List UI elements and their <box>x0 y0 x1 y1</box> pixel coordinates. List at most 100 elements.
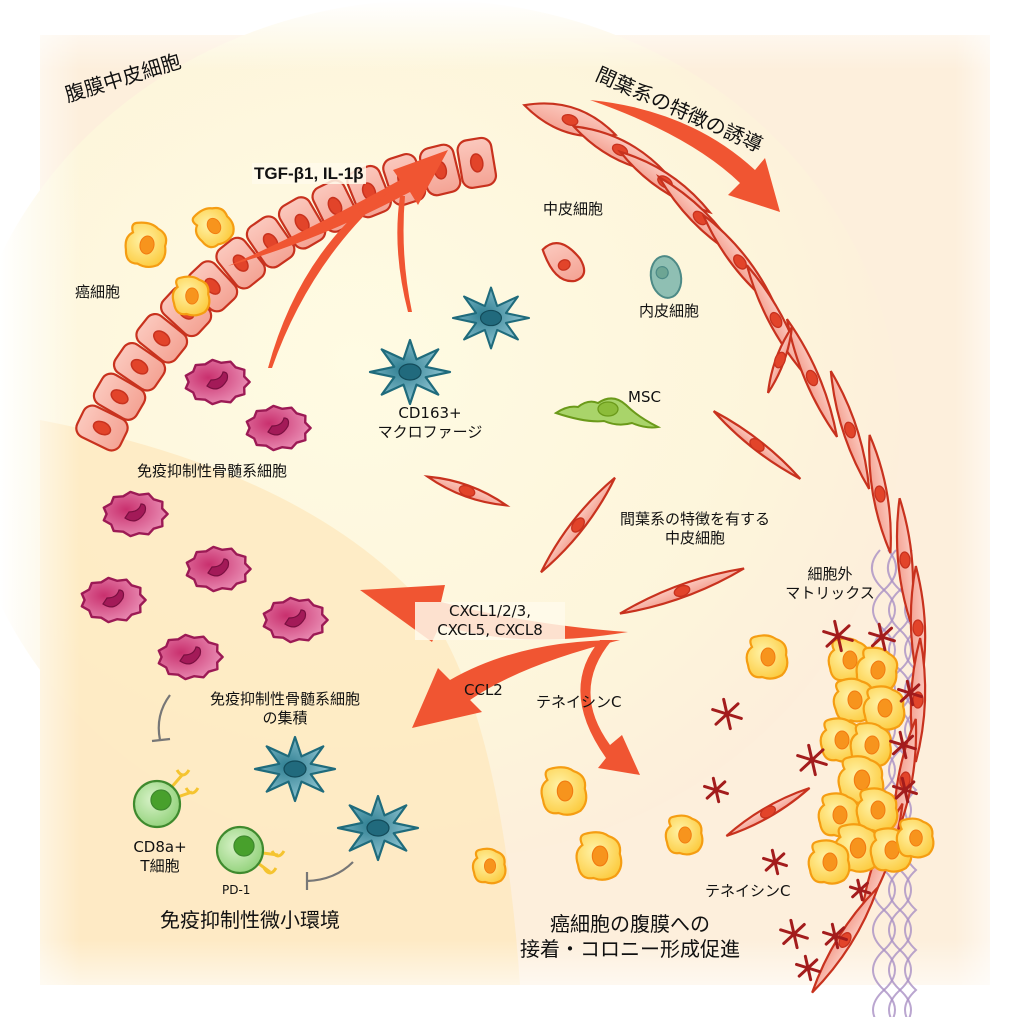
tenascin-arm <box>836 634 854 642</box>
label-myeloid-cells: 免疫抑制性骨髄系細胞 <box>137 462 288 480</box>
tenascin-arm <box>722 697 729 716</box>
label-tgf-il1b: TGF-β1, IL-1β <box>252 163 366 185</box>
cancer-cell <box>807 839 851 885</box>
cell-nucleus <box>733 254 747 270</box>
cell-nucleus <box>130 358 149 375</box>
cell-nucleus <box>874 485 886 503</box>
cell-nucleus <box>102 589 125 608</box>
cell-nucleus <box>805 369 819 387</box>
cancer-cell <box>745 634 789 680</box>
cell-nucleus <box>864 735 880 755</box>
cancer-cell <box>171 275 211 317</box>
cell-nucleus <box>483 858 497 874</box>
arrow-tgf-from-cancer <box>228 150 448 266</box>
tenascin-arm <box>795 962 810 970</box>
label-mesothelial-cell: 中皮細胞 <box>543 200 604 218</box>
mesothelial-cell-elongated <box>868 434 892 554</box>
tenascin-c-molecule <box>762 848 788 876</box>
label-cd8-line1: CD8a+ <box>133 838 187 856</box>
cell-nucleus <box>870 800 886 820</box>
tenascin-arm <box>877 622 884 639</box>
tenascin-arm <box>833 619 840 638</box>
label-mesenchymal-line1: 間葉系の特徴を有する <box>619 510 770 528</box>
cell-nucleus <box>749 438 765 452</box>
inhibition-line-macrophage <box>306 861 354 883</box>
tenascin-c-molecule <box>848 878 872 902</box>
tenascin-arm <box>830 922 837 938</box>
cell-nucleus <box>398 363 422 381</box>
tenascin-arm <box>807 743 814 762</box>
cell-nucleus <box>773 351 787 369</box>
tenascin-arm <box>908 691 923 699</box>
label-cd8-line2: T細胞 <box>140 856 180 875</box>
tenascin-arm <box>725 712 743 720</box>
tenascin-arm <box>806 966 821 974</box>
msc-cell <box>553 397 662 429</box>
cell-nucleus <box>847 690 863 710</box>
mesothelial-cell-cuboidal <box>135 312 189 364</box>
tenascin-arm <box>833 934 848 942</box>
cell-nucleus <box>912 619 924 637</box>
tenascin-arm <box>901 743 908 760</box>
cell-nucleus <box>909 829 923 847</box>
tenascin-arm <box>903 788 910 804</box>
tenascin-arm <box>903 780 916 792</box>
cell-nucleus <box>832 805 848 825</box>
cell-nucleus <box>366 819 390 837</box>
mesothelial-cell-cuboidal <box>75 404 129 452</box>
cell-nucleus <box>469 153 484 173</box>
tenascin-c-molecule <box>889 730 917 760</box>
tenascin-arm <box>908 683 921 695</box>
label-msc: MSC <box>628 388 661 406</box>
cell-nucleus <box>124 503 147 522</box>
cell-nucleus <box>153 330 171 347</box>
cell-nucleus <box>561 113 579 127</box>
tenascin-c-molecule <box>779 918 809 950</box>
myeloid-cell <box>157 633 224 681</box>
cd163-macrophage <box>253 735 337 803</box>
cell-nucleus <box>139 235 155 255</box>
tenascin-arm <box>905 679 912 695</box>
tenascin-arm <box>880 635 887 652</box>
tenascin-arm <box>897 687 912 695</box>
label-myeloid-accumulation: 免疫抑制性骨髄系細胞 の集積 <box>180 690 390 728</box>
tenascin-c-molecule <box>868 622 896 652</box>
cell-nucleus <box>267 417 290 436</box>
tenascin-arm <box>789 918 796 936</box>
mesothelial-cell-cuboidal <box>92 372 147 421</box>
cell-nucleus <box>179 646 202 665</box>
tenascin-arm <box>833 934 840 950</box>
label-macrophage-line1: CD163+ <box>398 404 462 422</box>
cell-nucleus <box>557 259 571 271</box>
myeloid-cell <box>245 404 312 452</box>
myeloid-cell <box>184 358 251 406</box>
cancer-cell <box>855 646 899 694</box>
cell-nucleus <box>655 265 669 280</box>
tenascin-arm <box>792 932 809 940</box>
tenascin-arm <box>889 739 905 747</box>
tenascin-arm <box>822 930 837 938</box>
mesenchymal-mesothelial-cell <box>540 476 616 574</box>
tenascin-arm <box>799 758 814 772</box>
endothelial-cell <box>649 255 683 299</box>
mesothelial-cell-cuboidal <box>456 136 498 189</box>
cancer-cell <box>664 814 704 856</box>
label-mesenchymal-mesothelial: 間葉系の特徴を有する 中皮細胞 <box>600 510 790 548</box>
receptor-head <box>184 787 200 795</box>
macrophages <box>253 286 531 862</box>
cancer-cell <box>895 817 935 859</box>
cell-nucleus <box>206 371 229 390</box>
mesenchymal-mesothelial-cell <box>712 410 802 480</box>
cancer-cell <box>540 766 588 816</box>
tenascin-arm <box>806 958 819 970</box>
myeloid-cell <box>102 490 169 538</box>
cancer-cell <box>471 847 507 885</box>
arrow-tgf-from-macrophage <box>397 196 412 312</box>
tenascin-arm <box>806 966 813 982</box>
tenascin-arm <box>836 634 843 653</box>
cell-nucleus <box>899 551 911 569</box>
tenascin-arm <box>705 788 718 800</box>
tenascin-arm <box>762 856 777 864</box>
tenascin-arm <box>779 928 796 936</box>
